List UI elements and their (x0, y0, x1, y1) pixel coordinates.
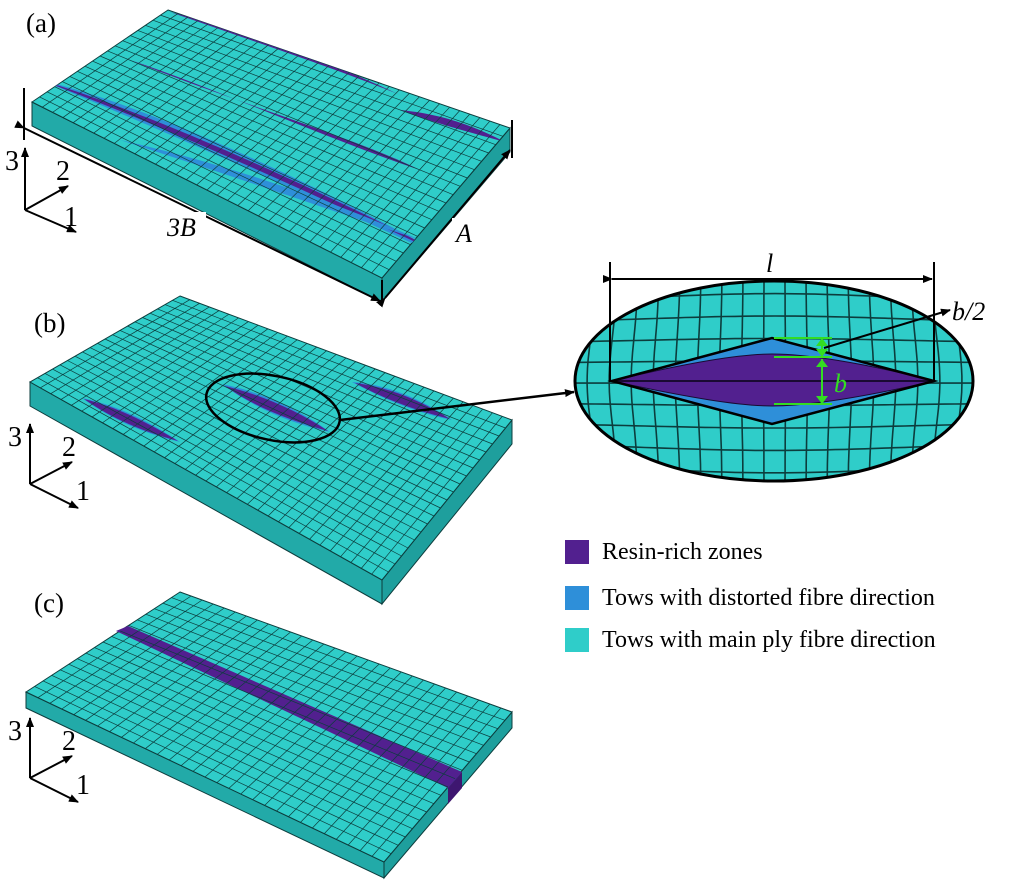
mesh-line (34, 686, 392, 854)
panel-b-zoom-circle (204, 372, 342, 444)
legend-swatch-resin (565, 540, 589, 564)
axis-1-label: 1 (76, 476, 90, 507)
mesh-line (111, 636, 456, 779)
legend: Resin-rich zones Tows with distorted fib… (565, 539, 936, 653)
mesh-line (128, 625, 470, 763)
inset-dim-b-half-label: b/2 (952, 297, 985, 326)
mesh-line (59, 364, 409, 549)
mesh-line (137, 619, 477, 754)
axes-triad-c: 3 2 1 (8, 716, 90, 803)
panel-b-mesh (37, 299, 506, 575)
panel-c-resin-band-side (448, 772, 462, 804)
legend-swatch-main (565, 628, 589, 652)
panel-b-label: (b) (34, 308, 65, 338)
mesh-line (575, 281, 576, 481)
legend-label-main: Tows with main ply fibre direction (602, 627, 936, 653)
axes-triad-b: 3 2 1 (8, 422, 90, 509)
mesh-line (575, 315, 973, 322)
mesh-line (164, 304, 500, 437)
mesh-line (149, 312, 487, 453)
mesh-line (119, 330, 461, 485)
mesh-line (142, 317, 480, 461)
inset-dim-b-label: b (834, 369, 847, 398)
panel-a-dim-a (376, 149, 511, 308)
mesh-line (145, 613, 484, 746)
mesh-line (152, 19, 496, 145)
mesh-line (102, 641, 449, 788)
mesh-line (157, 308, 493, 445)
mesh-line (97, 342, 441, 509)
panel-b-resin-zone-2 (225, 386, 328, 431)
mesh-line (160, 14, 504, 137)
panel-b: (b) (28, 295, 575, 606)
mesh-line (67, 360, 415, 541)
legend-swatch-distorted (565, 586, 589, 610)
mesh-line (104, 338, 448, 501)
axis-2-label: 2 (56, 156, 70, 187)
mesh-line (94, 647, 442, 796)
mesh-line (162, 602, 498, 729)
mesh-line (85, 652, 434, 804)
panel-c-resin-band (116, 626, 462, 788)
axes-triad-a: 3 2 1 (5, 146, 78, 233)
panel-c-label: (c) (34, 588, 64, 618)
mesh-line (145, 25, 489, 154)
mesh-line (42, 680, 399, 846)
axis-2-label: 2 (62, 726, 76, 757)
axis-3-label: 3 (8, 716, 22, 747)
mesh-line (575, 423, 973, 429)
mesh-line (119, 630, 463, 771)
panel-a-dim-a-label: A (454, 219, 472, 248)
axis-2-label: 2 (62, 432, 76, 463)
panel-c: (c) (24, 588, 513, 880)
panel-c-mesh (34, 595, 506, 857)
mesh-line (37, 377, 389, 573)
mesh-line (171, 597, 506, 721)
inset-dim-l-label: l (766, 249, 773, 278)
legend-label-distorted: Tows with distorted fibre direction (602, 585, 935, 611)
axis-1-label: 1 (64, 202, 78, 233)
mesh-line (60, 669, 413, 829)
axis-1-label: 1 (76, 770, 90, 801)
mesh-line (82, 351, 428, 525)
axis-3-label: 3 (5, 146, 19, 177)
mesh-line (51, 675, 406, 838)
mesh-line (77, 658, 427, 813)
mesh-line (127, 325, 467, 477)
zoom-arrow (339, 389, 575, 422)
panel-a-label: (a) (26, 8, 56, 38)
mesh-line (89, 347, 435, 517)
legend-label-resin: Resin-rich zones (602, 539, 763, 565)
panel-a: 3B A (a) (14, 8, 513, 308)
mesh-line (52, 368, 402, 557)
mesh-line (130, 35, 475, 170)
mesh-line (74, 355, 422, 533)
zoom-inset: l b b/2 (573, 249, 985, 483)
mesh-line (44, 373, 396, 565)
mesh-line (575, 444, 973, 452)
inset-leader-b-half (823, 308, 951, 349)
mesh-line (154, 608, 491, 738)
mesh-line (137, 30, 482, 162)
axis-3-label: 3 (8, 422, 22, 453)
mesh-line (68, 663, 420, 821)
panel-a-dim-3b-label: 3B (166, 213, 196, 242)
mesh-line (112, 334, 454, 493)
mesh-line (134, 321, 474, 469)
